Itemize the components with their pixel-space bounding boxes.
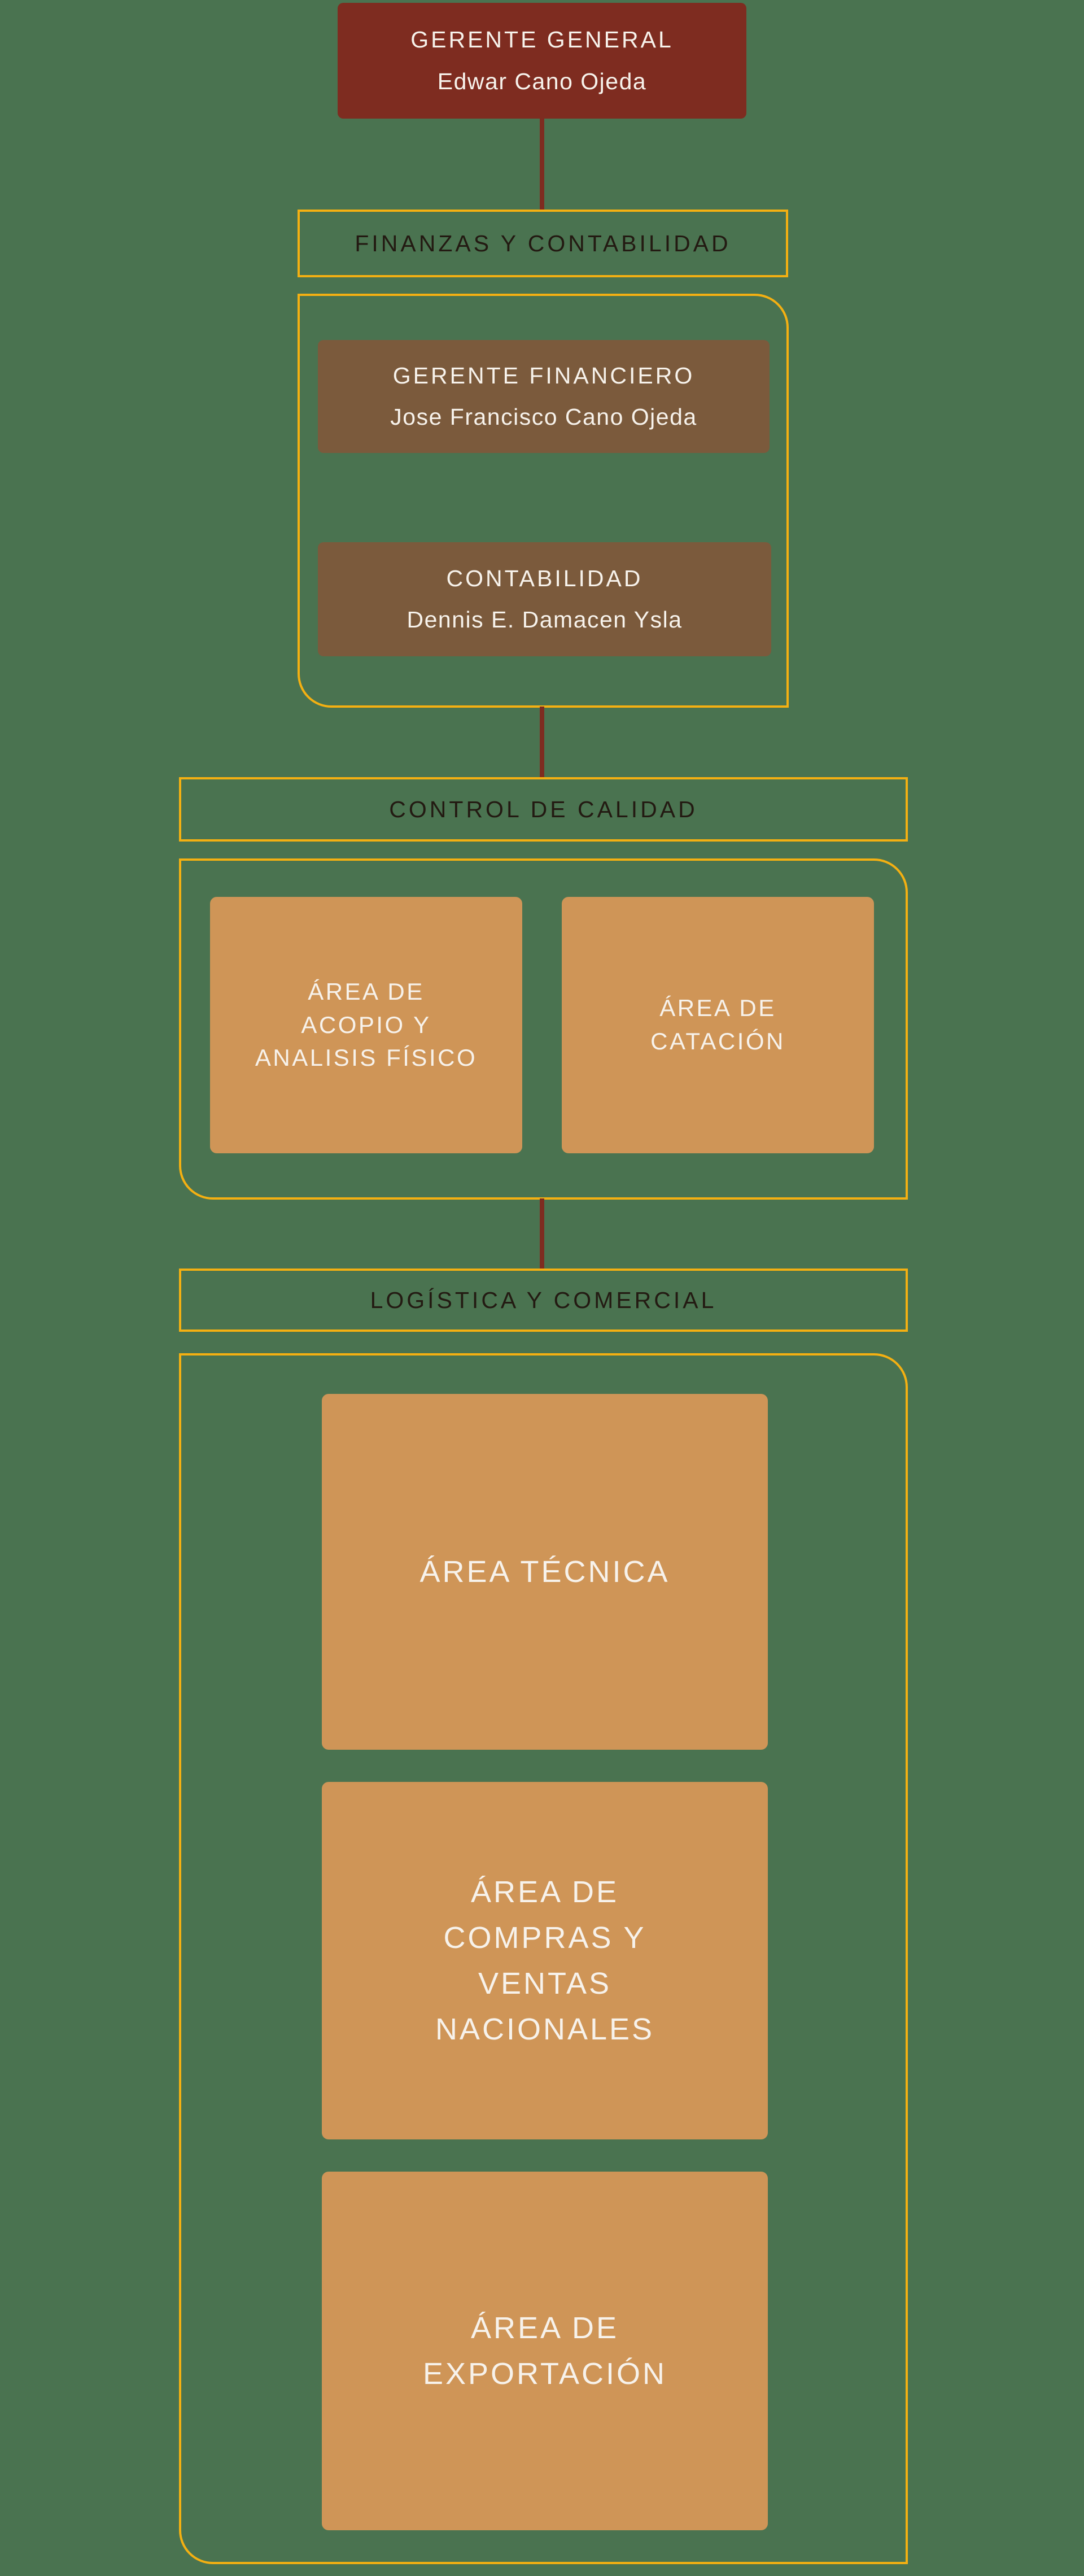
node-person-name: Jose Francisco Cano Ojeda xyxy=(390,404,697,430)
area-label-line: ÁREA DE xyxy=(470,2311,619,2345)
area-label-line: ÁREA DE xyxy=(659,995,776,1022)
section-label-control-calidad: CONTROL DE CALIDAD xyxy=(179,777,908,842)
connector-line xyxy=(540,117,544,211)
area-label-line: ÁREA TÉCNICA xyxy=(419,1554,670,1589)
group-outline-logistica xyxy=(179,1353,908,2564)
node-title: GERENTE FINANCIERO xyxy=(392,362,695,389)
section-label-logistica: LOGÍSTICA Y COMERCIAL xyxy=(179,1269,908,1332)
node-area-exportacion: ÁREA DE EXPORTACIÓN xyxy=(322,2172,768,2530)
node-area-tecnica: ÁREA TÉCNICA xyxy=(322,1394,768,1750)
area-label-line: ÁREA DE xyxy=(308,978,425,1005)
area-label-line: ANALISIS FÍSICO xyxy=(255,1044,478,1071)
node-person-name: Dennis E. Damacen Ysla xyxy=(406,607,683,633)
area-label-line: VENTAS xyxy=(478,1966,612,2000)
section-label-text: CONTROL DE CALIDAD xyxy=(389,796,698,822)
section-label-text: LOGÍSTICA Y COMERCIAL xyxy=(370,1287,717,1313)
section-label-finanzas: FINANZAS Y CONTABILIDAD xyxy=(298,210,788,277)
node-area-compras-ventas: ÁREA DE COMPRAS Y VENTAS NACIONALES xyxy=(322,1782,768,2139)
connector-line xyxy=(540,1198,544,1270)
node-area-acopio-analisis: ÁREA DE ACOPIO Y ANALISIS FÍSICO xyxy=(210,897,522,1153)
connector-line xyxy=(540,707,544,778)
node-gerente-general: GERENTE GENERAL Edwar Cano Ojeda xyxy=(338,3,746,119)
node-person-name: Edwar Cano Ojeda xyxy=(437,68,647,94)
section-label-text: FINANZAS Y CONTABILIDAD xyxy=(355,230,731,256)
node-contabilidad: CONTABILIDAD Dennis E. Damacen Ysla xyxy=(318,542,771,656)
node-title: CONTABILIDAD xyxy=(446,565,643,591)
area-label-line: EXPORTACIÓN xyxy=(422,2356,667,2391)
area-label-line: NACIONALES xyxy=(435,2012,655,2046)
node-gerente-financiero: GERENTE FINANCIERO Jose Francisco Cano O… xyxy=(318,340,770,453)
area-label-line: ACOPIO Y xyxy=(301,1011,431,1038)
node-area-catacion: ÁREA DE CATACIÓN xyxy=(562,897,874,1153)
node-title: GERENTE GENERAL xyxy=(410,27,674,53)
area-label-line: CATACIÓN xyxy=(650,1028,785,1054)
area-label-line: ÁREA DE xyxy=(470,1875,619,1909)
area-label-line: COMPRAS Y xyxy=(443,1920,646,1955)
